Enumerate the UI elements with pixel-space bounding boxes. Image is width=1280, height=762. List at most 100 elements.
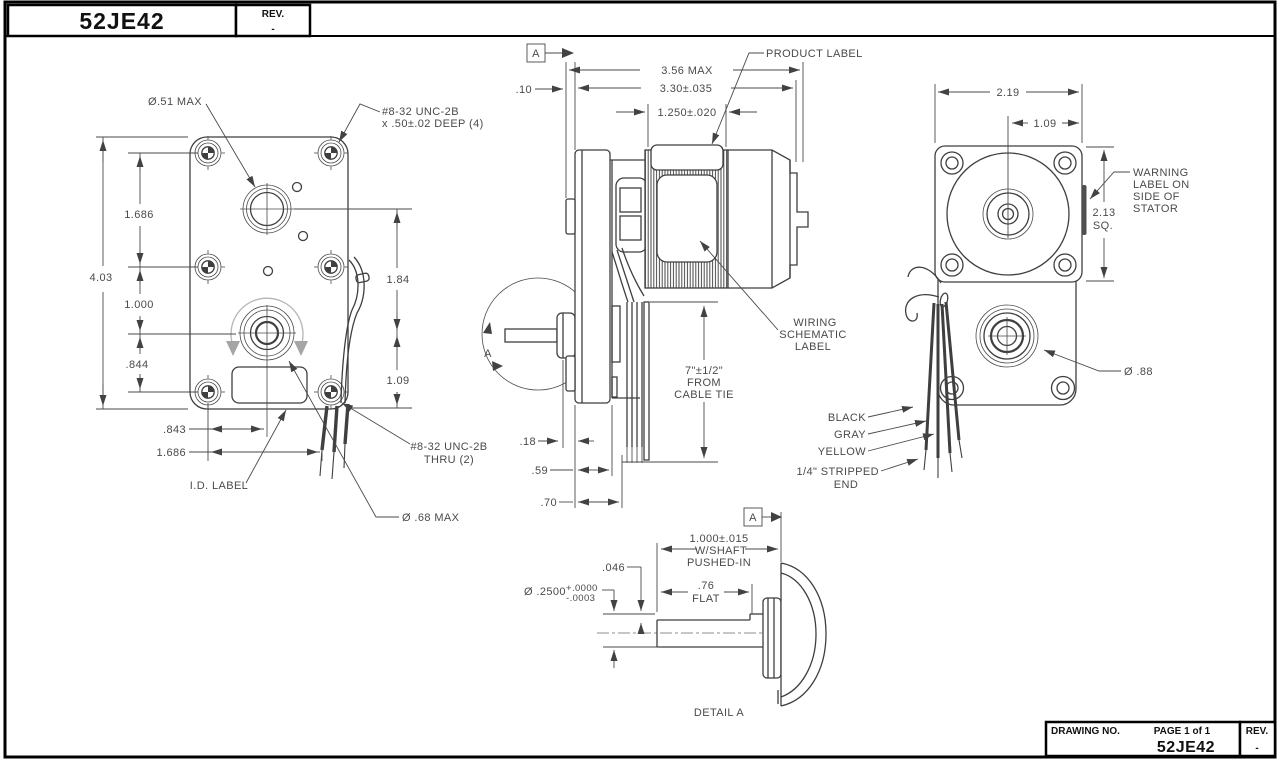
note-id-label: I.D. LABEL (190, 480, 248, 492)
note-stripped-2: END (834, 479, 858, 491)
section-arrow-icon (492, 361, 503, 371)
wire-label-gray: GRAY (834, 429, 866, 441)
dim-center: 1.09 (1033, 118, 1056, 130)
note-wiring-3: LABEL (795, 341, 831, 353)
title-block-top: 52JE42 REV. - (6, 3, 312, 38)
front-leaders (205, 103, 411, 518)
dim-lower: .844 (125, 359, 148, 371)
dim-length: 3.30±.035 (660, 83, 712, 95)
drawing-number-title: 52JE42 (79, 8, 164, 34)
dim-bottom-b: 1.686 (156, 447, 186, 459)
dim-overall-height: 4.03 (89, 272, 112, 284)
wire-label-black: BLACK (828, 412, 866, 424)
note-cable-2: FROM (687, 377, 721, 389)
dim-shaft-2: W/SHAFT (695, 545, 747, 557)
dim-shaft-3: PUSHED-IN (687, 557, 751, 569)
pin-hole (291, 181, 303, 193)
note-boss: Ø.51 MAX (148, 96, 202, 108)
housing-dome (780, 562, 827, 707)
dim-width: 2.19 (996, 87, 1019, 99)
stator-laminations (644, 144, 729, 289)
pin-hole (262, 265, 274, 277)
note-thru-2: THRU (2) (424, 454, 474, 466)
dim-square-1: 2.13 (1092, 207, 1115, 219)
section-arrow-icon (483, 322, 492, 334)
rev-label-footer: REV. (1246, 726, 1269, 737)
drawing-no-label: DRAWING NO. (1051, 726, 1120, 737)
dim-flat-depth: .046 (602, 562, 625, 574)
rear-view: 2.19 1.09 2.13 SQ. WARNING LABEL ON SIDE… (797, 84, 1190, 491)
side-wires (611, 247, 645, 463)
drawing-number-footer: 52JE42 (1157, 739, 1215, 756)
note-warning-1: WARNING (1133, 167, 1189, 179)
title-block-bottom: DRAWING NO. PAGE 1 of 1 52JE42 REV. - (1044, 720, 1277, 758)
gearbox-plate-side (574, 149, 611, 404)
dim-plate-asm: .59 (532, 465, 549, 477)
side-leaders (699, 52, 779, 331)
note-thru-1: #8-32 UNC-2B (411, 441, 488, 453)
rotation-arrow-icon (294, 341, 308, 356)
side-dimensions-top (535, 62, 804, 198)
dim-shaft-1: 1.000±.015 (690, 533, 749, 545)
stator-side-edge (1082, 185, 1087, 235)
dim-plate: .10 (516, 84, 533, 96)
note-cable-1: 7"±1/2" (685, 365, 723, 377)
note-stripped-1: 1/4" STRIPPED (797, 466, 879, 478)
note-tapped-2: x .50±.02 DEEP (4) (382, 118, 484, 130)
dim-stator: 1.250±.020 (658, 107, 717, 119)
rev-label: REV. (262, 9, 285, 20)
detail-shaft (597, 562, 827, 707)
dim-mid: 1.000 (124, 299, 154, 311)
svg-text:A: A (749, 512, 757, 524)
dim-diameter-tol-minus: -.0003 (566, 593, 595, 604)
note-warning-2: LABEL ON (1133, 179, 1190, 191)
rev-value-footer: - (1255, 743, 1258, 754)
datum-flag-a-top: A (526, 43, 574, 63)
mount-boss (565, 198, 576, 235)
front-boss-hole (240, 183, 294, 235)
page-label: PAGE 1 of 1 (1154, 726, 1211, 737)
dim-right-lower: 1.09 (386, 375, 409, 387)
product-label-area (650, 144, 724, 171)
gear-train-housing (610, 159, 650, 461)
detail-a-view: A (524, 507, 827, 719)
note-cable-3: CABLE TIE (674, 389, 734, 401)
bearing-hub (762, 597, 782, 679)
front-dimensions-left (96, 136, 236, 410)
side-dimensions-bottom (538, 360, 623, 508)
gearbox-face-outline (189, 136, 349, 410)
mount-boss (565, 355, 576, 392)
dim-mount: .70 (541, 497, 558, 509)
note-shaft: Ø .68 MAX (402, 512, 460, 524)
front-output-shaft (226, 297, 308, 437)
wire-label-yellow: YELLOW (818, 446, 866, 458)
note-warning-4: STATOR (1133, 203, 1178, 215)
front-view: 4.03 1.686 1.000 .844 1.84 1.09 .843 1.6… (89, 96, 487, 524)
rear-leaders (867, 171, 1130, 472)
detail-caption: DETAIL A (694, 707, 745, 719)
detail-dimensions (602, 512, 782, 668)
dim-upper: 1.686 (124, 209, 154, 221)
rotation-arrow-icon (226, 341, 240, 356)
rear-dimensions (934, 84, 1114, 282)
dim-hub: .18 (520, 436, 537, 448)
dim-max-length: 3.56 MAX (661, 65, 713, 77)
shaft-hub (556, 312, 576, 359)
note-warning-3: SIDE OF (1133, 191, 1180, 203)
pin-hole (297, 230, 309, 242)
dim-flat-1: .76 (698, 580, 715, 592)
dim-diameter: Ø .2500 (524, 586, 566, 598)
dim-flat-2: FLAT (692, 593, 720, 605)
rev-value: - (271, 24, 274, 35)
side-view: A (481, 43, 862, 509)
svg-text:A: A (532, 48, 540, 60)
note-wiring-2: SCHEMATIC (779, 329, 847, 341)
front-wire-harness (319, 256, 370, 480)
dim-right-upper: 1.84 (386, 274, 409, 286)
output-shaft-side (504, 328, 558, 343)
datum-flag-a-detail: A (743, 507, 782, 527)
detail-mark: A (484, 348, 492, 360)
id-label-plate (231, 366, 308, 404)
